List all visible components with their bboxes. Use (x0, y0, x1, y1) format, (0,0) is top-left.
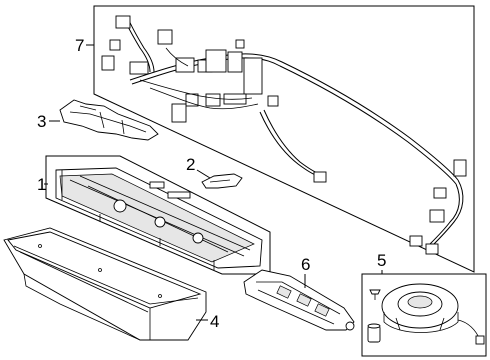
gasket (201, 173, 243, 189)
callout-1: 1 (37, 175, 48, 194)
callout-6: 6 (301, 255, 310, 288)
fan-bushing (367, 323, 381, 343)
callout-label-7: 7 (75, 36, 84, 55)
callout-label-6: 6 (301, 255, 310, 274)
fan-panel (361, 273, 487, 357)
callout-label-2: 2 (186, 155, 195, 174)
callout-label-4: 4 (210, 312, 219, 331)
callout-2: 2 (186, 155, 211, 179)
harness-panel (93, 5, 475, 273)
heat-shield (59, 99, 159, 141)
control-module (243, 269, 355, 331)
wiring-harness (101, 15, 467, 255)
callout-7: 7 (75, 36, 94, 55)
callout-5: 5 (377, 251, 386, 274)
battery-tray (3, 227, 207, 341)
callout-label-3: 3 (37, 112, 46, 131)
callout-leader-2 (196, 169, 211, 179)
cooling-fan (381, 283, 485, 345)
callout-4: 4 (196, 312, 219, 331)
harness-panel-frame (93, 5, 475, 273)
fan-screw (369, 289, 381, 300)
battery-module (55, 167, 263, 270)
callout-3: 3 (37, 112, 60, 131)
fan-panel-frame (361, 273, 487, 357)
callout-label-1: 1 (37, 175, 46, 194)
callout-label-5: 5 (377, 251, 386, 270)
